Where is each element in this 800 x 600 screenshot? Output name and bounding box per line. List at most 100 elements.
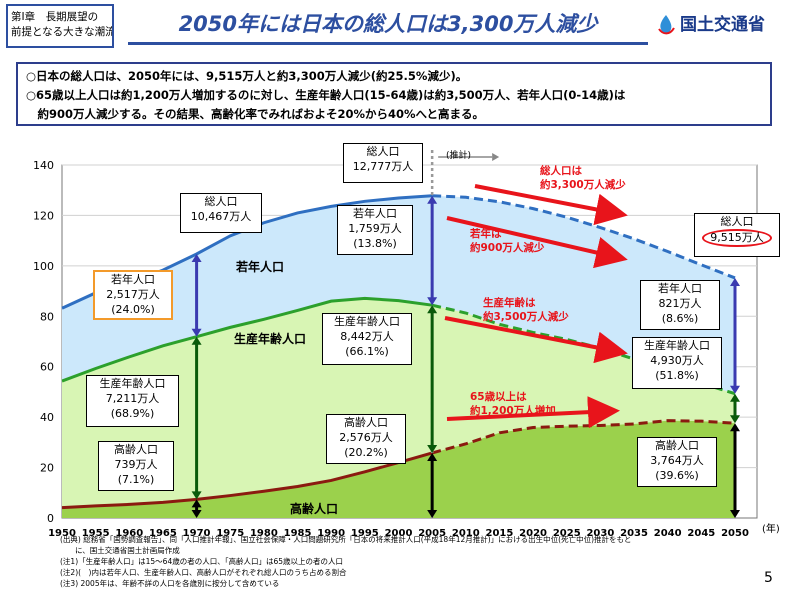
y-tick-label-0: 0 [47, 512, 54, 525]
x-tick-label-2020: 2020 [519, 528, 547, 539]
young-area-label: 若年人口 [236, 260, 285, 274]
change-elderly-line-2: 約1,200万人増加 [470, 405, 556, 417]
brand-name: 国土交通省 [680, 15, 765, 35]
callout-2005-working-value: 8,442万人 [340, 330, 394, 343]
ministry-brand: 国土交通省 [656, 10, 796, 40]
arrow-1970-elderly-head-top [191, 499, 202, 508]
working-population-area [62, 298, 735, 508]
total-population-line-projected [432, 194, 736, 280]
y-tick-label-80: 80 [40, 310, 54, 323]
callout-2050-young-value: 821万人 [658, 297, 702, 310]
callout-1970-elderly-pct: (7.1%) [117, 473, 155, 486]
change-total-line-2: 約3,300万人減少 [540, 179, 626, 191]
callout-1970-working: 生産年齢人口 7,211万人 (68.9%) [86, 375, 179, 427]
callout-2050-young-label: 若年人口 [658, 282, 702, 295]
callout-2050-working: 生産年齢人口 4,930万人 (51.8%) [632, 337, 722, 389]
x-tick-label-2005: 2005 [418, 528, 446, 539]
x-tick-label-1950: 1950 [48, 528, 76, 539]
arrow-2005-working-head-bottom [427, 444, 438, 453]
footnote-source-cont: に、国土交通省国土計画局作成 [60, 546, 180, 555]
page-number: 5 [764, 570, 773, 586]
callout-2050-young-pct: (8.6%) [661, 312, 699, 325]
change-young-line-1: 若年は [470, 228, 502, 240]
arrow-2050-young-head-top [730, 277, 740, 286]
callout-1970-total-label: 総人口 [204, 195, 238, 208]
callout-2005-elderly-label: 高齢人口 [344, 416, 388, 429]
callout-2005-young: 若年人口 1,759万人 (13.8%) [337, 205, 413, 255]
elderly-population-line [61, 451, 433, 510]
y-tick-label-60: 60 [40, 361, 54, 374]
change-young-label: 若年は 約900万人減少 [470, 227, 544, 255]
callout-2050-working-label: 生産年齢人口 [644, 339, 710, 352]
arrow-1970-working-head-top [191, 336, 202, 345]
page-title: 2050年には日本の総人口は3,300万人減少 [178, 12, 598, 36]
callout-1970-elderly-label: 高齢人口 [114, 443, 158, 456]
callout-2050-working-pct: (51.8%) [655, 369, 699, 382]
x-tick-label-2010: 2010 [452, 528, 480, 539]
arrow-2050-elderly-head-top [730, 423, 740, 432]
footnote-source: (出典) 総務省「国勢調査報告」、同「人口推計年報」、国立社会保障・人口問題研究… [60, 535, 632, 544]
change-total-label: 総人口は 約3,300万人減少 [540, 164, 626, 192]
elderly-area-label: 高齢人口 [290, 502, 339, 516]
chapter-line-1: 第Ⅰ章 長期展望の [11, 11, 99, 23]
summary-line-2: ○65歳以上人口は約1,200万人増加するのに対し、生産年齢人口(15-64歳)… [26, 88, 626, 102]
arrow-2005-elderly-head-top [427, 452, 438, 461]
callout-2050-young: 若年人口 821万人 (8.6%) [640, 280, 720, 330]
y-tick-label-100: 100 [33, 260, 54, 273]
working-population-line [61, 296, 433, 383]
callout-1970-young-pct: (24.0%) [111, 303, 155, 316]
x-tick-label-2030: 2030 [586, 528, 614, 539]
y-tick-label-120: 120 [33, 209, 54, 222]
x-tick-label-1960: 1960 [115, 528, 143, 539]
callout-2005-elderly-pct: (20.2%) [344, 446, 388, 459]
x-tick-label-2040: 2040 [654, 528, 682, 539]
arrow-2005-young-head-bottom [427, 297, 438, 306]
projection-label: (推計) [446, 151, 472, 161]
callout-2005-young-pct: (13.8%) [353, 237, 397, 250]
callout-1970-young: 若年人口 2,517万人 (24.0%) [93, 270, 173, 320]
x-tick-label-2025: 2025 [553, 528, 581, 539]
arrow-2005-elderly-head-bottom [427, 510, 438, 518]
callout-1970-working-value: 7,211万人 [105, 392, 160, 405]
chapter-line-2: 前提となる大きな潮流 [11, 26, 114, 38]
change-elderly-line-1: 65歳以上は [470, 391, 527, 403]
arrow-2050-young-head-bottom [730, 385, 740, 394]
y-tick-label-40: 40 [40, 411, 54, 424]
change-total-arrow [474, 184, 628, 226]
chapter-tag: 第Ⅰ章 長期展望の 前提となる大きな潮流 [6, 4, 114, 48]
change-working-arrow [444, 316, 628, 364]
arrow-2050-working-head-top [730, 393, 740, 402]
projection-arrowhead [492, 153, 500, 161]
x-tick-label-2045: 2045 [687, 528, 715, 539]
change-elderly-label: 65歳以上は 約1,200万人増加 [470, 390, 556, 418]
callout-1970-working-pct: (68.9%) [110, 407, 155, 420]
arrow-2005-working-head-top [427, 305, 438, 314]
callout-2050-total-label: 総人口 [720, 215, 754, 228]
x-tick-label-1995: 1995 [351, 528, 379, 539]
x-tick-label-2000: 2000 [385, 528, 413, 539]
callout-2005-elderly: 高齢人口 2,576万人 (20.2%) [326, 414, 406, 464]
x-tick-label-2035: 2035 [620, 528, 648, 539]
callout-1970-elderly: 高齢人口 739万人 (7.1%) [98, 441, 174, 491]
callout-2005-working-label: 生産年齢人口 [334, 315, 400, 328]
callout-2050-working-value: 4,930万人 [650, 354, 704, 367]
summary-line-1: ○日本の総人口は、2050年には、9,515万人と約3,300万人減少(約25.… [26, 69, 468, 83]
callout-2005-young-value: 1,759万人 [348, 222, 402, 235]
elderly-population-line-projected [431, 419, 736, 455]
callout-2050-total-value: 9,515万人 [702, 229, 772, 247]
arrow-1970-elderly-head-bottom [191, 510, 202, 518]
x-tick-label-1955: 1955 [82, 528, 110, 539]
x-tick-label-2015: 2015 [486, 528, 514, 539]
x-axis-label: (年) [762, 522, 780, 535]
arrow-2050-elderly-head-bottom [730, 510, 740, 518]
callout-2005-total-label: 総人口 [366, 145, 400, 158]
change-total-line-1: 総人口は [540, 165, 582, 177]
x-tick-label-1980: 1980 [250, 528, 278, 539]
callout-2005-working-pct: (66.1%) [345, 345, 389, 358]
change-young-line-2: 約900万人減少 [470, 242, 545, 254]
callout-1970-young-value: 2,517万人 [106, 288, 160, 301]
y-tick-label-20: 20 [40, 462, 54, 475]
callout-1970-total-value: 10,467万人 [190, 210, 252, 223]
summary-box: ○日本の総人口は、2050年には、9,515万人と約3,300万人減少(約25.… [16, 62, 772, 126]
callout-1970-elderly-value: 739万人 [114, 458, 158, 471]
